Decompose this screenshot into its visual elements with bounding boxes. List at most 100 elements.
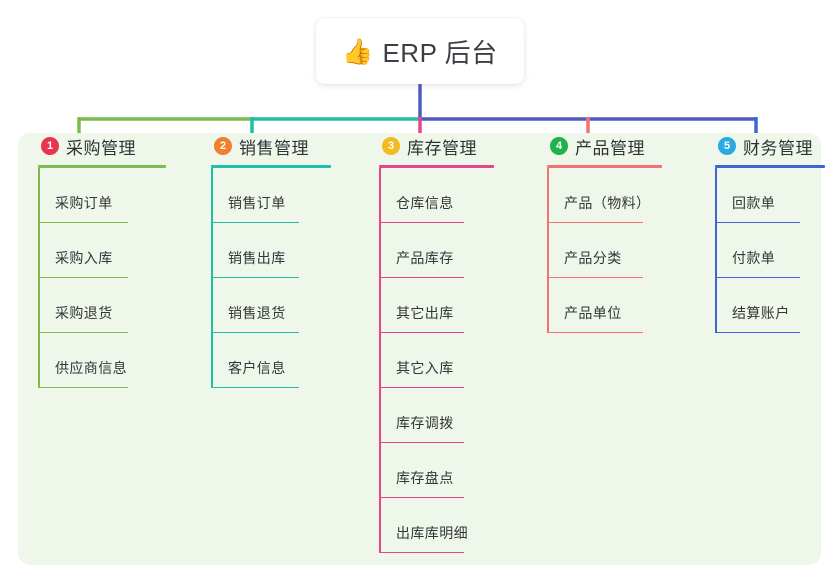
column-badge-1: 1 <box>41 137 59 155</box>
list-item[interactable]: 产品库存 <box>379 223 494 278</box>
column-header-3[interactable]: 3 库存管理 <box>379 133 494 159</box>
column-items-4: 产品（物料） 产品分类产品单位 <box>547 168 662 333</box>
list-item[interactable]: 库存调拨 <box>379 388 494 443</box>
item-label: 结算账户 <box>732 305 790 321</box>
column-rule-5 <box>715 165 825 168</box>
item-label: 产品单位 <box>564 305 622 321</box>
item-label: 采购订单 <box>55 195 113 211</box>
diagram-panel: 1 采购管理采购订单采购入库采购退货供应商信息 2 销售管理销售订单销售出库销售退货客… <box>18 133 825 565</box>
item-label: 采购退货 <box>55 305 113 321</box>
column-header-5[interactable]: 5 财务管理 <box>715 133 825 159</box>
column-items-3: 仓库信息产品库存其它出库其它入库库存调拨库存盘点出库库明细 <box>379 168 494 553</box>
column-items-2: 销售订单销售出库销售退货客户信息 <box>211 168 331 388</box>
column-spine-1 <box>38 168 40 388</box>
column-title-1: 采购管理 <box>66 138 136 158</box>
root-node[interactable]: 👍 ERP 后台 <box>316 18 524 84</box>
list-item[interactable]: 出库库明细 <box>379 498 494 553</box>
item-label: 其它入库 <box>396 360 454 376</box>
column-rule-1 <box>38 165 166 168</box>
item-rule <box>547 221 643 223</box>
column-title-2: 销售管理 <box>239 138 309 158</box>
item-rule <box>547 276 643 278</box>
column-header-1[interactable]: 1 采购管理 <box>38 133 166 159</box>
item-rule <box>379 386 464 388</box>
column-5: 5 财务管理回款单付款单结算账户 <box>715 133 825 333</box>
item-label: 产品分类 <box>564 250 622 266</box>
column-badge-2: 2 <box>214 137 232 155</box>
item-rule <box>38 331 128 333</box>
item-label: 仓库信息 <box>396 195 454 211</box>
item-rule <box>379 276 464 278</box>
list-item[interactable]: 库存盘点 <box>379 443 494 498</box>
column-header-4[interactable]: 4 产品管理 <box>547 133 662 159</box>
item-label: 付款单 <box>732 250 776 266</box>
list-item[interactable]: 采购退货 <box>38 278 166 333</box>
list-item[interactable]: 其它入库 <box>379 333 494 388</box>
column-rule-2 <box>211 165 331 168</box>
list-item[interactable]: 采购入库 <box>38 223 166 278</box>
item-label: 库存调拨 <box>396 415 454 431</box>
item-label: 供应商信息 <box>55 360 127 376</box>
root-title: ERP 后台 <box>382 37 498 68</box>
item-rule <box>211 276 299 278</box>
item-rule <box>379 221 464 223</box>
column-items-5: 回款单付款单结算账户 <box>715 168 825 333</box>
thumbs-up-icon: 👍 <box>342 37 374 66</box>
column-spine-3 <box>379 168 381 553</box>
column-2: 2 销售管理销售订单销售出库销售退货客户信息 <box>211 133 331 388</box>
item-rule <box>38 276 128 278</box>
list-item[interactable]: 付款单 <box>715 223 825 278</box>
list-item[interactable]: 销售退货 <box>211 278 331 333</box>
column-items-1: 采购订单采购入库采购退货供应商信息 <box>38 168 166 388</box>
item-rule <box>715 221 800 223</box>
item-rule <box>379 551 464 553</box>
item-label: 产品（物料） <box>564 195 651 211</box>
list-item[interactable]: 采购订单 <box>38 168 166 223</box>
item-label: 产品库存 <box>396 250 454 266</box>
item-rule <box>38 386 128 388</box>
item-label: 其它出库 <box>396 305 454 321</box>
column-badge-5: 5 <box>718 137 736 155</box>
item-rule <box>715 276 800 278</box>
item-rule <box>715 331 800 333</box>
list-item[interactable]: 客户信息 <box>211 333 331 388</box>
item-label: 销售退货 <box>228 305 286 321</box>
item-label: 销售订单 <box>228 195 286 211</box>
list-item[interactable]: 产品单位 <box>547 278 662 333</box>
column-badge-3: 3 <box>382 137 400 155</box>
column-rule-4 <box>547 165 662 168</box>
column-header-2[interactable]: 2 销售管理 <box>211 133 331 159</box>
list-item[interactable]: 其它出库 <box>379 278 494 333</box>
column-title-5: 财务管理 <box>743 138 813 158</box>
item-rule <box>379 496 464 498</box>
list-item[interactable]: 销售订单 <box>211 168 331 223</box>
item-rule <box>379 441 464 443</box>
item-rule <box>379 331 464 333</box>
column-4: 4 产品管理产品（物料） 产品分类产品单位 <box>547 133 662 333</box>
list-item[interactable]: 仓库信息 <box>379 168 494 223</box>
column-title-4: 产品管理 <box>575 138 645 158</box>
item-rule <box>211 386 299 388</box>
list-item[interactable]: 销售出库 <box>211 223 331 278</box>
list-item[interactable]: 回款单 <box>715 168 825 223</box>
item-rule <box>547 331 643 333</box>
item-rule <box>211 331 299 333</box>
column-spine-2 <box>211 168 213 388</box>
column-1: 1 采购管理采购订单采购入库采购退货供应商信息 <box>38 133 166 388</box>
list-item[interactable]: 产品（物料） <box>547 168 662 223</box>
column-title-3: 库存管理 <box>407 138 477 158</box>
column-spine-5 <box>715 168 717 333</box>
list-item[interactable]: 产品分类 <box>547 223 662 278</box>
list-item[interactable]: 结算账户 <box>715 278 825 333</box>
column-3: 3 库存管理仓库信息产品库存其它出库其它入库库存调拨库存盘点出库库明细 <box>379 133 494 553</box>
column-spine-4 <box>547 168 549 333</box>
item-label: 采购入库 <box>55 250 113 266</box>
item-label: 客户信息 <box>228 360 286 376</box>
item-label: 回款单 <box>732 195 776 211</box>
list-item[interactable]: 供应商信息 <box>38 333 166 388</box>
item-label: 销售出库 <box>228 250 286 266</box>
column-badge-4: 4 <box>550 137 568 155</box>
item-label: 出库库明细 <box>396 525 468 541</box>
item-rule <box>38 221 128 223</box>
item-label: 库存盘点 <box>396 470 454 486</box>
